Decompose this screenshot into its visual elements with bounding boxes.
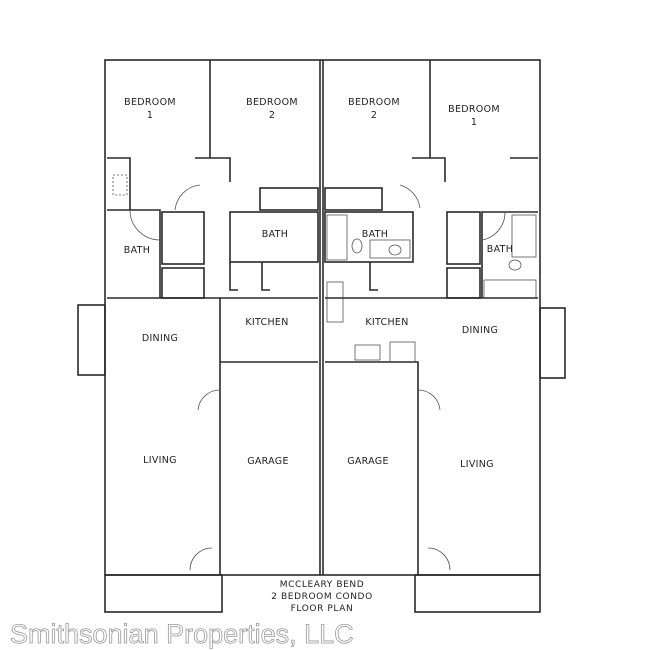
room-label: 1 <box>471 117 477 128</box>
room-labels: BEDROOM 1 BEDROOM 2 BEDROOM 2 BEDROOM 1 … <box>124 97 513 470</box>
room-label: 1 <box>147 110 153 121</box>
watermark: Smithsonian Properties, LLC <box>10 619 354 649</box>
room-label: DINING <box>462 325 498 336</box>
room-label: BEDROOM <box>124 97 176 108</box>
room-label: LIVING <box>143 455 177 466</box>
room-label: DINING <box>142 333 178 344</box>
room-label: KITCHEN <box>245 317 288 328</box>
room-label: BEDROOM <box>448 104 500 115</box>
room-label: LIVING <box>460 459 494 470</box>
plan-title: MCCLEARY BEND 2 BEDROOM CONDO FLOOR PLAN <box>271 580 373 614</box>
room-label: BATH <box>362 229 388 240</box>
room-label: BEDROOM <box>246 97 298 108</box>
room-label: GARAGE <box>347 456 389 467</box>
room-label: GARAGE <box>247 456 289 467</box>
title-line: 2 BEDROOM CONDO <box>271 592 373 602</box>
room-label: 2 <box>371 110 377 121</box>
room-label: BATH <box>124 245 150 256</box>
room-label: BEDROOM <box>348 97 400 108</box>
room-label: 2 <box>269 110 275 121</box>
room-label: BATH <box>487 244 513 255</box>
title-line: FLOOR PLAN <box>291 604 354 614</box>
room-label: BATH <box>262 229 288 240</box>
room-label: KITCHEN <box>365 317 408 328</box>
title-line: MCCLEARY BEND <box>280 580 365 590</box>
walls <box>77 59 566 613</box>
